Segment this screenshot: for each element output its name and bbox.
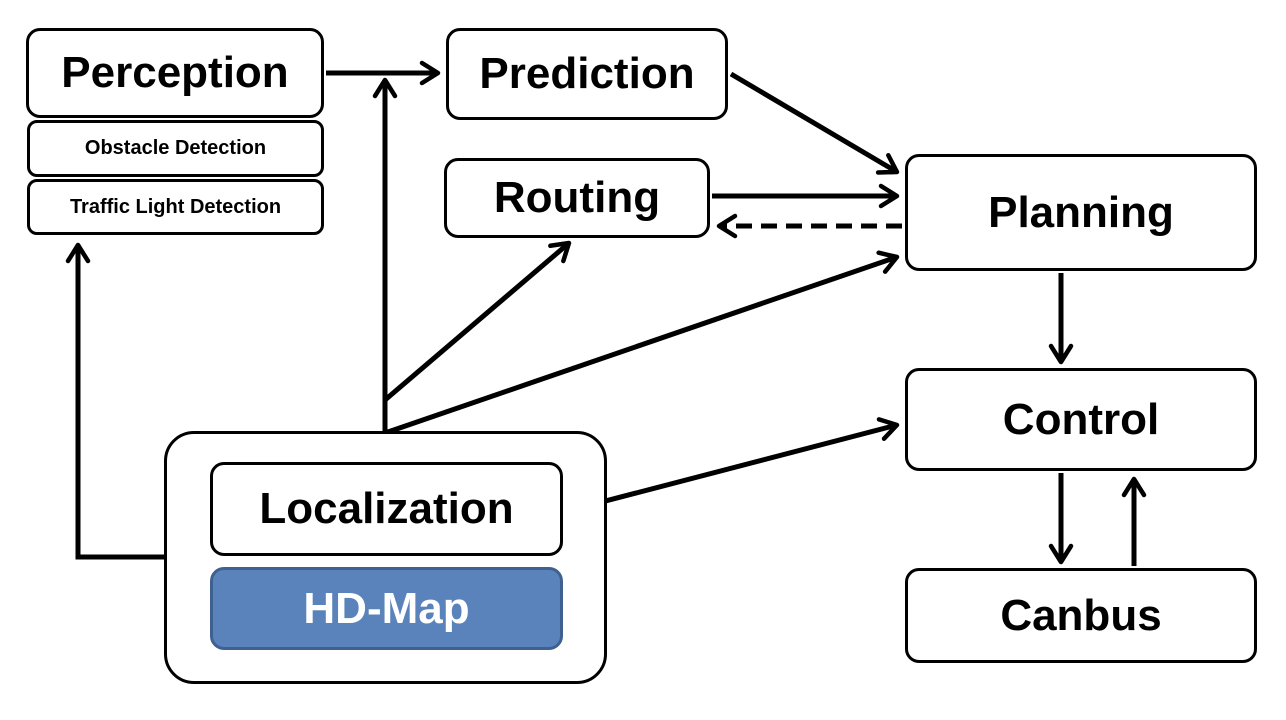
- node-planning: Planning: [905, 154, 1257, 271]
- edge-prediction-to-planning: [729, 71, 900, 175]
- edge-localization-to-perception: [65, 242, 164, 560]
- node-prediction: Prediction: [446, 28, 728, 120]
- node-control: Control: [905, 368, 1257, 471]
- node-canbus: Canbus: [905, 568, 1257, 663]
- node-obstacle-detection: Obstacle Detection: [27, 120, 324, 177]
- node-perception: Perception: [26, 28, 324, 118]
- node-localization: Localization: [210, 462, 563, 556]
- node-routing: Routing: [444, 158, 710, 238]
- node-hd-map: HD-Map: [210, 567, 563, 650]
- edge-localization-to-routing: [383, 240, 572, 402]
- node-traffic-light-detection: Traffic Light Detection: [27, 179, 324, 235]
- edge-localization-to-control: [566, 417, 900, 514]
- edge-localization-to-planning: [384, 250, 900, 436]
